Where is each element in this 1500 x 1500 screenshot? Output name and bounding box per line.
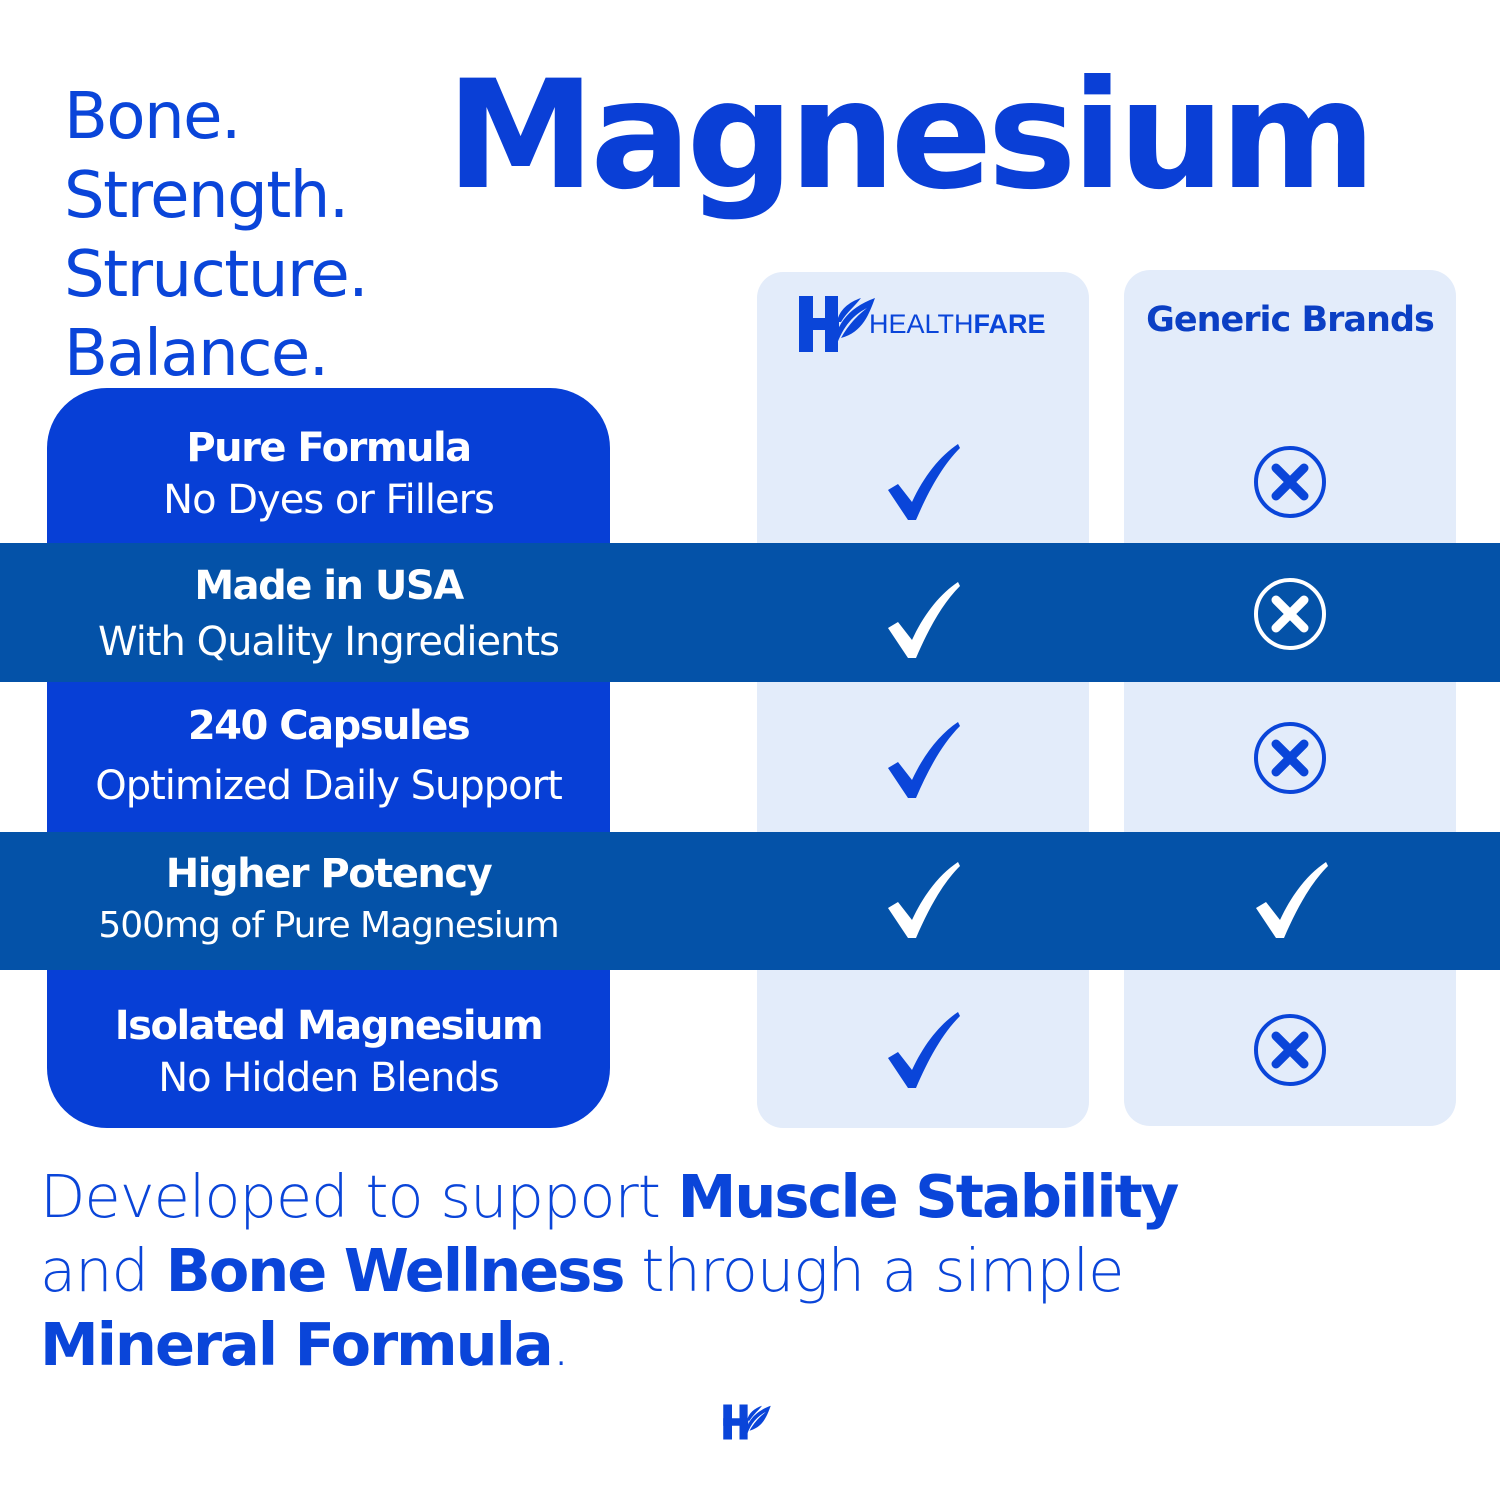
feature-subtitle: No Dyes or Fillers [163, 477, 495, 523]
page-title: Magnesium [446, 49, 1376, 223]
footer-text: through a simple [623, 1236, 1124, 1305]
feature-subtitle: No Hidden Blends [158, 1055, 500, 1101]
feature-label: Pure Formula No Dyes or Fillers [47, 422, 610, 526]
healthfare-header: HEALTHFARE [797, 292, 1046, 356]
feature-label: Isolated Magnesium No Hidden Blends [47, 1000, 610, 1104]
healthfare-column [757, 272, 1089, 1128]
feature-label: Higher Potency 500mg of Pure Magnesium [47, 848, 610, 952]
feature-label: 240 Capsules Optimized Daily Support [47, 700, 610, 812]
wordmark-bold: FARE [973, 308, 1046, 339]
feature-label: Made in USA With Quality Ingredients [47, 560, 610, 668]
feature-card [47, 388, 610, 1128]
feature-subtitle: 500mg of Pure Magnesium [98, 905, 559, 946]
feature-title: 240 Capsules [187, 703, 471, 749]
footer-emphasis: Bone Wellness [165, 1236, 626, 1305]
footer-emphasis: Muscle Stability [677, 1162, 1180, 1231]
wordmark-light: HEALTH [869, 308, 974, 339]
generic-brands-header: Generic Brands [1146, 300, 1435, 340]
footer-text: . [551, 1310, 571, 1379]
footer-description: Developed to support Muscle Stability an… [40, 1160, 1340, 1382]
healthfare-wordmark: HEALTHFARE [869, 309, 1046, 340]
tagline-line: Balance. [64, 317, 329, 391]
highlight-band [0, 832, 1500, 970]
cross-circle-icon [1230, 554, 1350, 674]
check-icon [862, 840, 982, 960]
feature-title: Isolated Magnesium [114, 1003, 544, 1049]
tagline-line: Bone. [64, 80, 241, 154]
check-icon [862, 560, 982, 680]
footer-text: and [40, 1236, 166, 1305]
cross-circle-icon [1230, 422, 1350, 542]
check-icon [862, 990, 982, 1110]
feature-subtitle: Optimized Daily Support [95, 763, 563, 809]
cross-circle-icon [1230, 990, 1350, 1110]
tagline-line: Structure. [64, 238, 369, 312]
check-icon [1230, 840, 1350, 960]
cross-circle-icon [1230, 698, 1350, 818]
footer-emphasis: Mineral Formula [40, 1310, 554, 1379]
check-icon [862, 422, 982, 542]
highlight-band [0, 543, 1500, 682]
feature-title: Higher Potency [165, 851, 493, 897]
feature-subtitle: With Quality Ingredients [98, 619, 560, 665]
healthfare-logo-icon [797, 292, 877, 356]
feature-title: Pure Formula [186, 425, 472, 471]
feature-title: Made in USA [194, 563, 464, 609]
generic-column [1124, 270, 1456, 1126]
tagline: Bone. Strength. Structure. Balance. [64, 78, 369, 394]
tagline-line: Strength. [64, 159, 349, 233]
healthfare-logo-icon [722, 1402, 772, 1442]
check-icon [862, 700, 982, 820]
footer-text: Developed to support [40, 1162, 678, 1231]
